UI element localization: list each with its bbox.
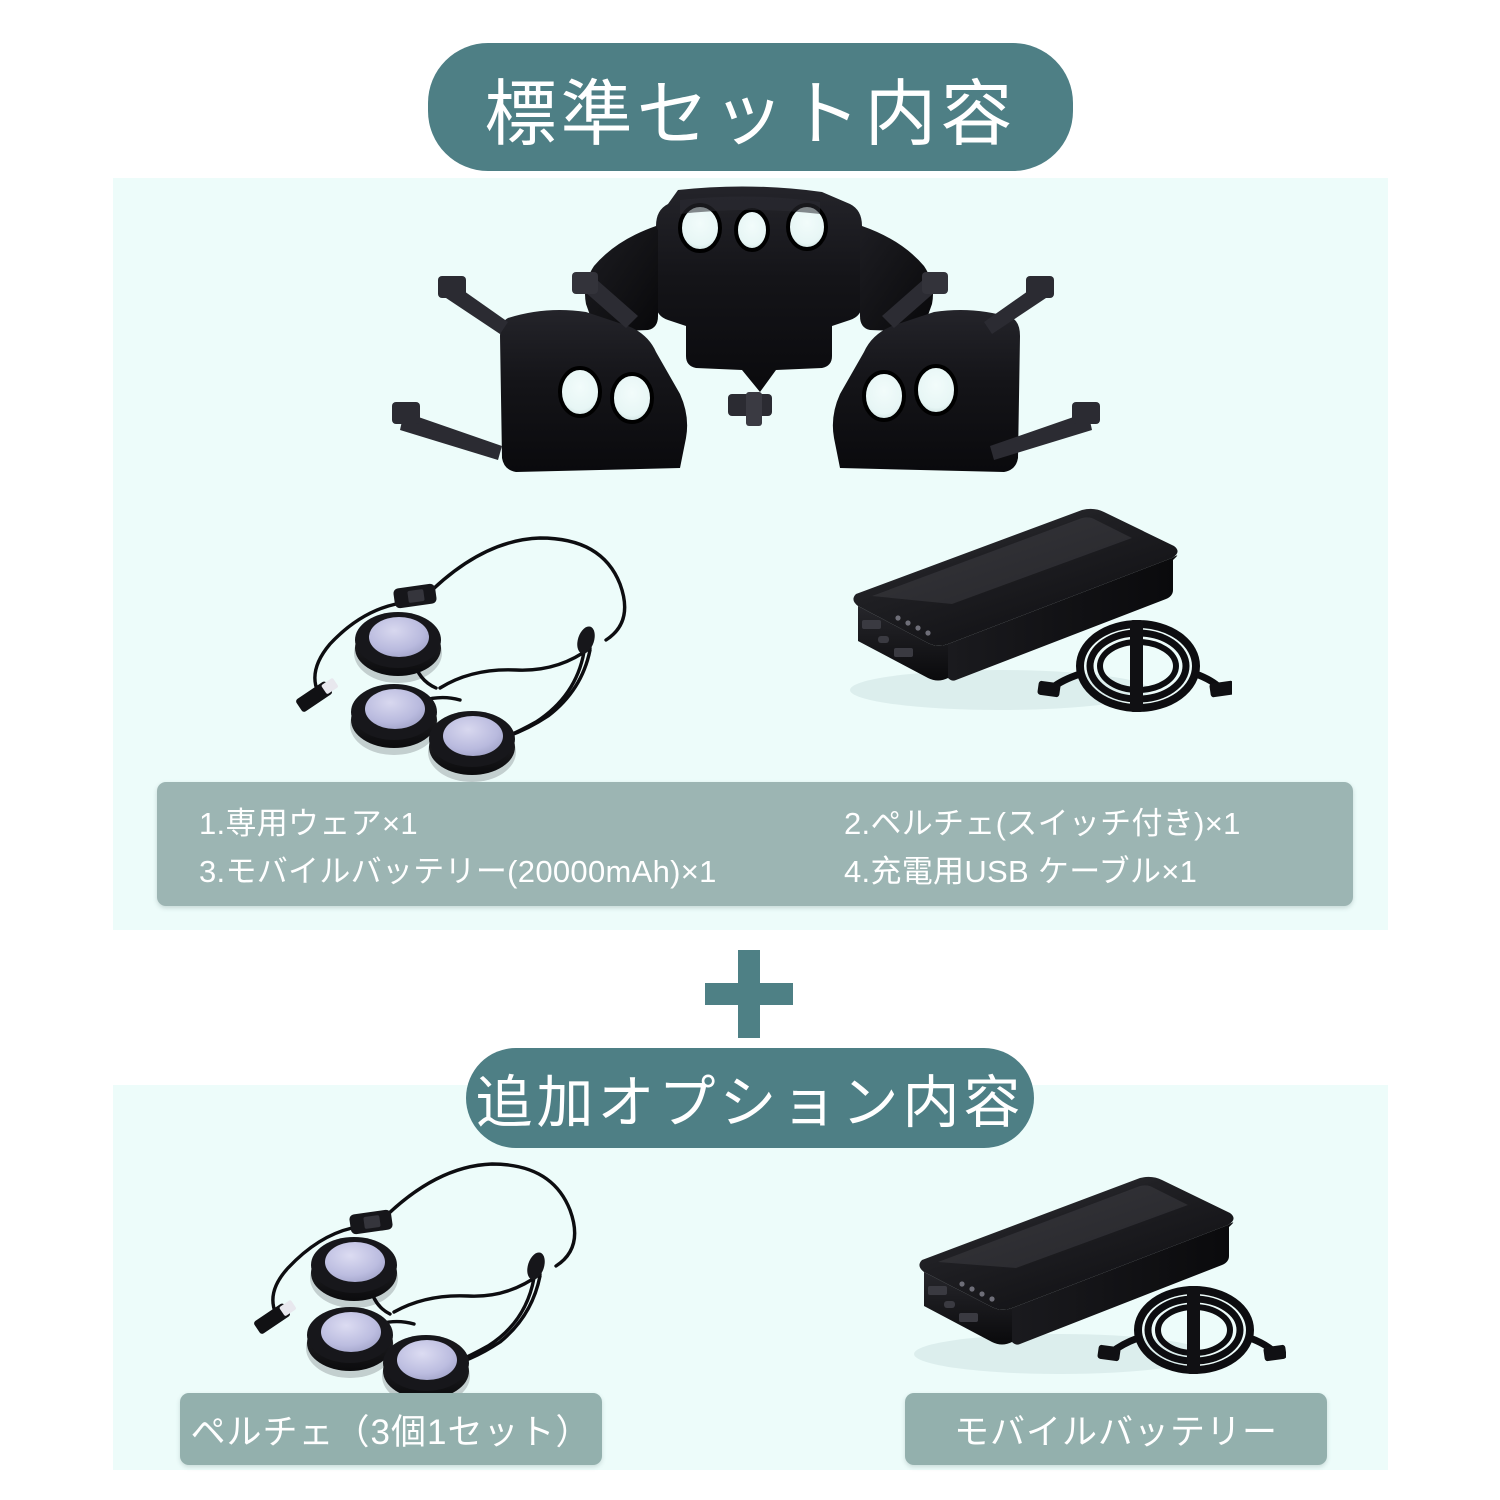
mobile-battery-image xyxy=(832,498,1232,740)
standard-set-item-list: 1.専用ウェア×1 2.ペルチェ(スイッチ付き)×1 3.モバイルバッテリー(2… xyxy=(157,782,1353,906)
standard-set-header: 標準セット内容 xyxy=(428,43,1073,171)
item-label-1: 1.専用ウェア×1 xyxy=(199,805,418,841)
additional-option-header: 追加オプション内容 xyxy=(466,1048,1034,1148)
item-label-4: 4.充電用USB ケーブル×1 xyxy=(844,853,1198,889)
peltier-unit-image xyxy=(290,520,650,782)
item-label-3: 3.モバイルバッテリー(20000mAh)×1 xyxy=(199,853,717,889)
item-list-row: 3.モバイルバッテリー(20000mAh)×1 4.充電用USB ケーブル×1 xyxy=(199,844,1317,892)
item-list-row: 1.専用ウェア×1 2.ペルチェ(スイッチ付き)×1 xyxy=(199,796,1317,844)
mobile-battery-option-image xyxy=(900,1168,1286,1400)
plus-icon-vertical-bar xyxy=(738,950,760,1038)
peltier-unit-option-image xyxy=(250,1150,596,1400)
option-caption-peltier: ペルチェ（3個1セット） xyxy=(180,1393,602,1465)
cooling-vest-image xyxy=(380,180,1120,520)
plus-icon xyxy=(705,950,793,1038)
item-label-2: 2.ペルチェ(スイッチ付き)×1 xyxy=(844,805,1241,841)
option-caption-battery: モバイルバッテリー xyxy=(905,1393,1327,1465)
